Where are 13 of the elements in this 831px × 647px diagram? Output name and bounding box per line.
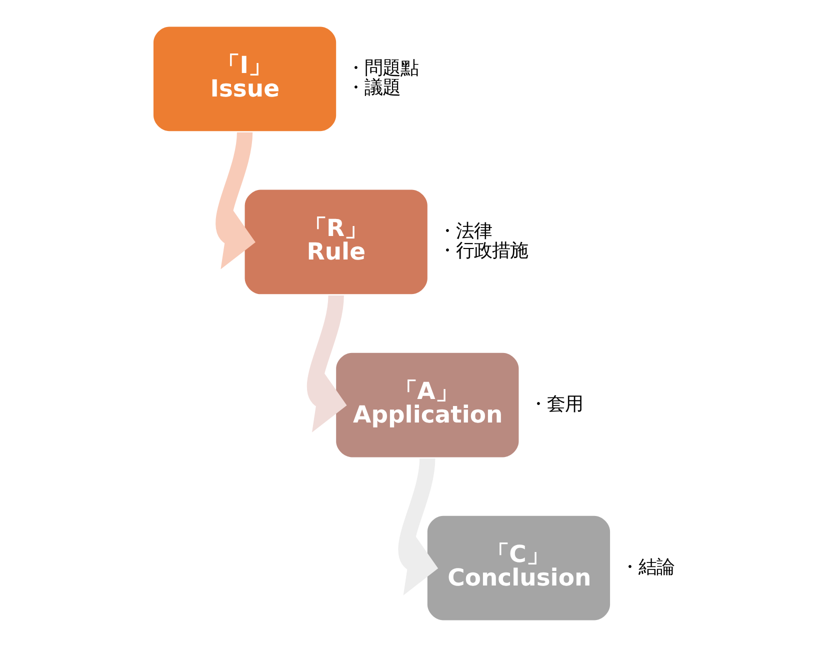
arrow bbox=[398, 458, 438, 596]
node-label: ・行政措施 bbox=[437, 240, 528, 262]
node-label: ・問題點 bbox=[346, 58, 418, 79]
node-box: 「R」 Rule bbox=[244, 190, 427, 294]
node-box: 「I」 Issue bbox=[152, 26, 336, 132]
arrow bbox=[306, 294, 346, 432]
node-label: ・結論 bbox=[620, 556, 674, 578]
node-label: ・套用 bbox=[528, 394, 583, 415]
node-box: 「C」 Conclusion bbox=[426, 516, 610, 620]
node-label: ・法律 bbox=[437, 221, 492, 242]
node-box: 「A」 Application bbox=[336, 352, 518, 458]
arrow bbox=[215, 132, 255, 270]
node-label: ・議題 bbox=[346, 78, 400, 99]
